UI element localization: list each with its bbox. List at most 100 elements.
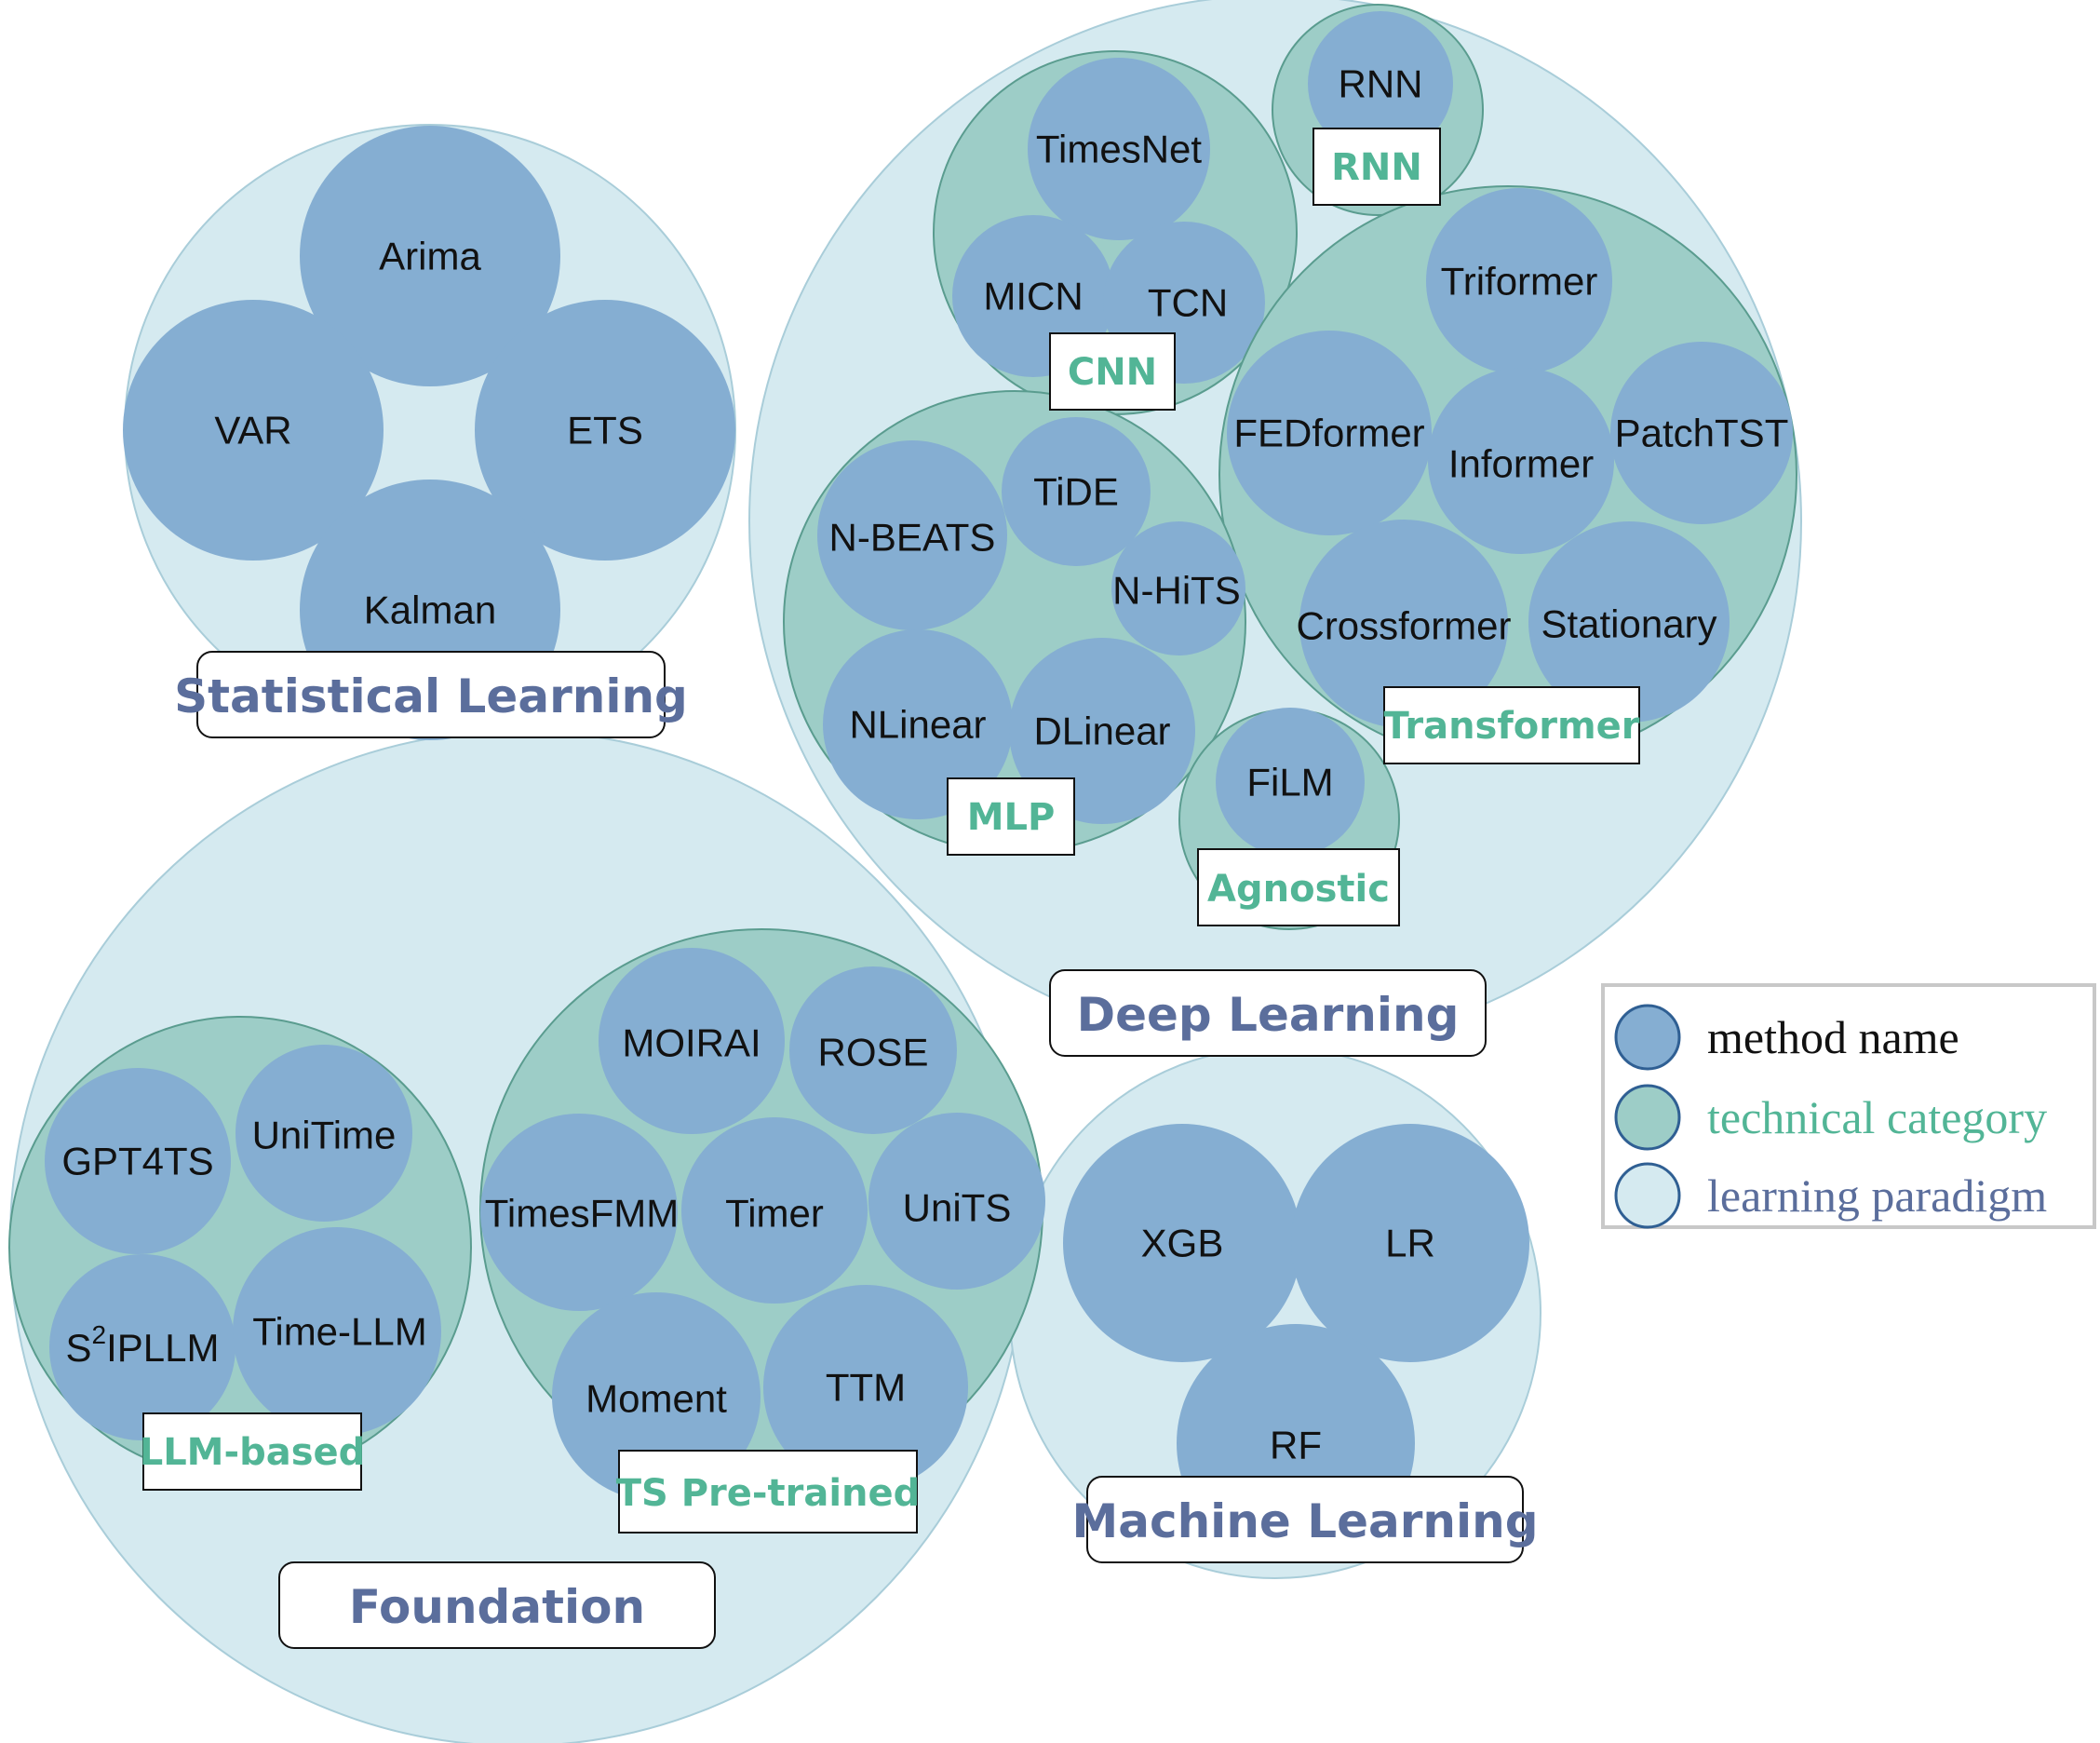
category-cnn-box: CNN xyxy=(1049,332,1176,411)
method-arima: Arima xyxy=(300,126,560,386)
category-rnn-box: RNN xyxy=(1312,128,1441,206)
method-unitime-label: UniTime xyxy=(252,1114,397,1157)
method-gpt4ts: GPT4TS xyxy=(45,1068,231,1254)
legend-label-category: technical category xyxy=(1707,1091,2047,1143)
method-ttm: TTM xyxy=(763,1285,968,1490)
paradigm-machine-label: Machine Learning xyxy=(1071,1494,1538,1548)
method-s2ipllm-label: S2IPLLM xyxy=(66,1320,220,1370)
method-nbeats: N-BEATS xyxy=(817,440,1007,630)
method-gpt4ts-label: GPT4TS xyxy=(61,1140,213,1183)
paradigm-statistical-box: Statistical Learning xyxy=(174,651,688,738)
method-xgb-label: XGB xyxy=(1141,1222,1224,1265)
legend-label-paradigm: learning paradigm xyxy=(1707,1169,2047,1222)
legend: method name technical category learning … xyxy=(1601,983,2096,1229)
method-nbeats-label: N-BEATS xyxy=(829,516,996,560)
method-lr: LR xyxy=(1291,1124,1529,1362)
legend-swatch-category xyxy=(1614,1084,1681,1151)
method-fedformer: FEDformer xyxy=(1227,331,1432,535)
method-var-label: VAR xyxy=(214,409,291,453)
legend-frame xyxy=(1601,983,2096,1229)
method-s2ipllm: S2IPLLM xyxy=(49,1254,236,1440)
method-timellm: Time-LLM xyxy=(233,1227,441,1436)
category-transformer-label: Transformer xyxy=(1383,705,1639,748)
legend-swatch-method xyxy=(1614,1004,1681,1071)
category-mlp-label: MLP xyxy=(967,796,1056,839)
method-triformer-label: Triformer xyxy=(1441,260,1598,304)
method-timellm-label: Time-LLM xyxy=(252,1310,426,1354)
method-moirai-label: MOIRAI xyxy=(622,1021,761,1065)
method-rnn: RNN xyxy=(1308,11,1453,156)
category-ts-pretrained-box: TS Pre-trained xyxy=(616,1450,921,1534)
method-ttm-label: TTM xyxy=(826,1366,906,1410)
method-crossformer: Crossformer xyxy=(1296,520,1512,728)
method-timer-label: Timer xyxy=(725,1192,824,1236)
method-nlinear-label: NLinear xyxy=(849,703,986,747)
method-triformer: Triformer xyxy=(1426,188,1612,374)
paradigm-foundation-label: Foundation xyxy=(349,1580,645,1634)
method-fedformer-label: FEDformer xyxy=(1233,412,1424,455)
method-rose-label: ROSE xyxy=(817,1031,928,1074)
legend-swatch-paradigm xyxy=(1614,1162,1681,1229)
legend-item-paradigm: learning paradigm xyxy=(1614,1162,2047,1229)
method-ets: ETS xyxy=(475,300,735,561)
method-tcn-label: TCN xyxy=(1148,281,1228,325)
s2ipllm-prefix: S xyxy=(66,1326,92,1370)
category-cnn-label: CNN xyxy=(1068,351,1157,394)
method-timesnet: TimesNet xyxy=(1028,58,1210,240)
category-transformer-box: Transformer xyxy=(1383,686,1640,764)
method-dlinear-label: DLinear xyxy=(1033,709,1170,753)
method-patchtst-label: PatchTST xyxy=(1615,412,1789,455)
category-ts-pretrained-label: TS Pre-trained xyxy=(616,1472,921,1515)
paradigm-machine-box: Machine Learning xyxy=(1071,1476,1539,1563)
method-nlinear: NLinear xyxy=(823,629,1013,819)
method-rnn-label: RNN xyxy=(1339,62,1423,106)
method-stationary: Stationary xyxy=(1528,521,1730,723)
method-lr-label: LR xyxy=(1385,1222,1435,1265)
method-xgb: XGB xyxy=(1063,1124,1301,1362)
category-agnostic-label: Agnostic xyxy=(1207,868,1390,911)
category-mlp-box: MLP xyxy=(947,777,1075,856)
paradigm-statistical-label: Statistical Learning xyxy=(174,669,688,723)
method-tide-label: TiDE xyxy=(1033,470,1119,514)
method-timesnet-label: TimesNet xyxy=(1036,128,1202,171)
method-moment-label: Moment xyxy=(586,1377,727,1421)
method-nhits: N-HiTS xyxy=(1111,521,1245,655)
legend-label-method: method name xyxy=(1707,1011,1959,1063)
category-agnostic-box: Agnostic xyxy=(1197,848,1400,926)
category-rnn-label: RNN xyxy=(1331,146,1422,189)
paradigm-deep-label: Deep Learning xyxy=(1077,988,1460,1042)
method-units: UniTS xyxy=(868,1113,1045,1290)
legend-item-method: method name xyxy=(1614,1004,1959,1071)
method-stationary-label: Stationary xyxy=(1541,602,1716,646)
category-llm-box: LLM-based xyxy=(140,1412,366,1491)
method-tide: TiDE xyxy=(1002,417,1151,566)
paradigm-foundation-box: Foundation xyxy=(278,1561,716,1649)
method-var: VAR xyxy=(123,300,384,561)
method-rf-label: RF xyxy=(1270,1424,1322,1467)
method-micn-label: MICN xyxy=(983,275,1083,318)
method-film-label: FiLM xyxy=(1246,761,1333,804)
category-llm-label: LLM-based xyxy=(140,1431,366,1474)
method-timesfmm-label: TimesFMM xyxy=(485,1192,679,1236)
legend-item-category: technical category xyxy=(1614,1084,2047,1151)
method-moment: Moment xyxy=(552,1292,761,1501)
paradigm-deep-box: Deep Learning xyxy=(1049,969,1487,1057)
method-patchtst: PatchTST xyxy=(1610,342,1793,524)
s2ipllm-superscript: 2 xyxy=(92,1320,107,1349)
method-arima-label: Arima xyxy=(379,235,481,278)
method-nhits-label: N-HiTS xyxy=(1112,569,1241,613)
method-units-label: UniTS xyxy=(903,1186,1012,1230)
method-ets-label: ETS xyxy=(567,409,643,453)
method-film: FiLM xyxy=(1216,708,1365,857)
method-crossformer-label: Crossformer xyxy=(1296,604,1511,648)
method-kalman-label: Kalman xyxy=(364,588,496,632)
method-timer: Timer xyxy=(681,1117,868,1304)
method-unitime: UniTime xyxy=(236,1045,412,1222)
s2ipllm-suffix: IPLLM xyxy=(106,1326,219,1370)
method-informer-label: Informer xyxy=(1448,442,1594,486)
method-moirai: MOIRAI xyxy=(599,948,785,1134)
method-informer: Informer xyxy=(1428,368,1614,554)
method-timesfmm: TimesFMM xyxy=(480,1114,679,1311)
method-rose: ROSE xyxy=(789,966,957,1134)
